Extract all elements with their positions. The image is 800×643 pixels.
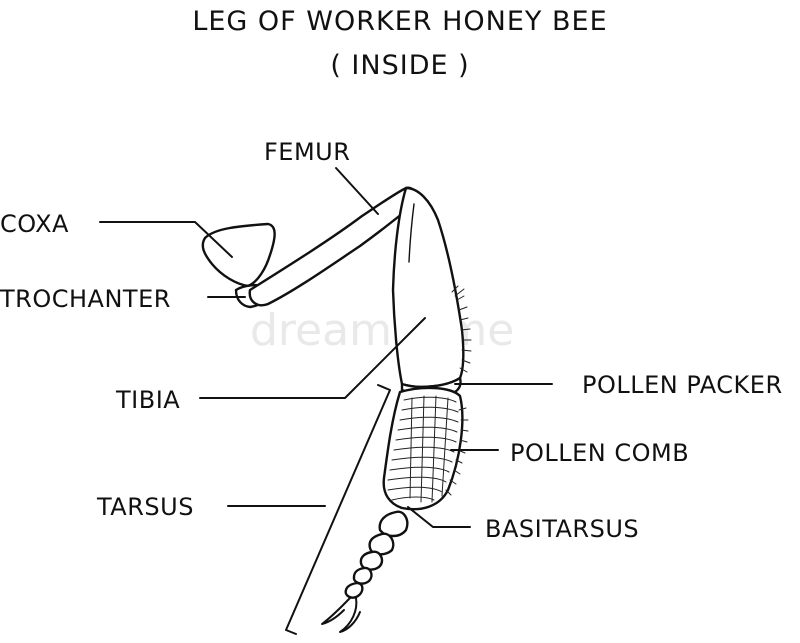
label-pollen-packer: POLLEN PACKER — [582, 371, 783, 399]
diagram-subtitle: ( INSIDE ) — [330, 50, 469, 81]
label-femur: FEMUR — [264, 138, 350, 166]
label-coxa: COXA — [0, 210, 69, 238]
tarsal-segments — [321, 510, 409, 633]
watermark: dreamstime — [250, 305, 514, 356]
coxa-leader — [99, 221, 233, 258]
leader-lines — [99, 167, 553, 635]
label-tibia: TIBIA — [115, 386, 180, 414]
bee-leg-illustration — [201, 186, 472, 633]
basitarsus-segment — [382, 386, 464, 511]
femur-leader — [335, 167, 379, 215]
coxa-segment — [201, 222, 276, 288]
tibia-hairs — [451, 285, 472, 373]
tarsus-bracket — [285, 384, 391, 635]
tibia-segment — [391, 186, 465, 389]
basitarsus-leader — [407, 506, 471, 528]
label-basitarsus: BASITARSUS — [485, 515, 639, 543]
label-tarsus: TARSUS — [96, 493, 194, 521]
femur-segment — [248, 186, 417, 307]
label-trochanter: TROCHANTER — [0, 285, 171, 313]
label-pollen-comb: POLLEN COMB — [510, 439, 689, 467]
tibia-leader — [199, 317, 426, 399]
diagram-title: LEG OF WORKER HONEY BEE — [192, 6, 607, 37]
